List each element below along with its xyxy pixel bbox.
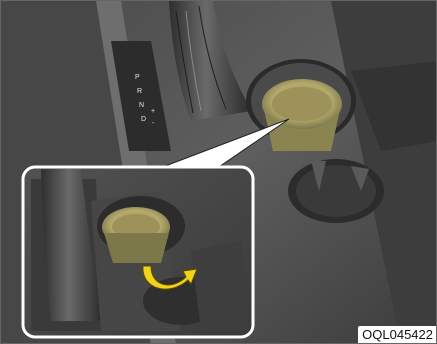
gear-n: N: [139, 102, 144, 109]
gear-d: D: [141, 116, 146, 123]
gear-p: P: [135, 74, 140, 81]
detail-inset: [23, 167, 253, 337]
gear-r: R: [137, 88, 142, 95]
gear-plus: +: [151, 108, 155, 115]
figure-code: OQL045422: [358, 326, 436, 343]
